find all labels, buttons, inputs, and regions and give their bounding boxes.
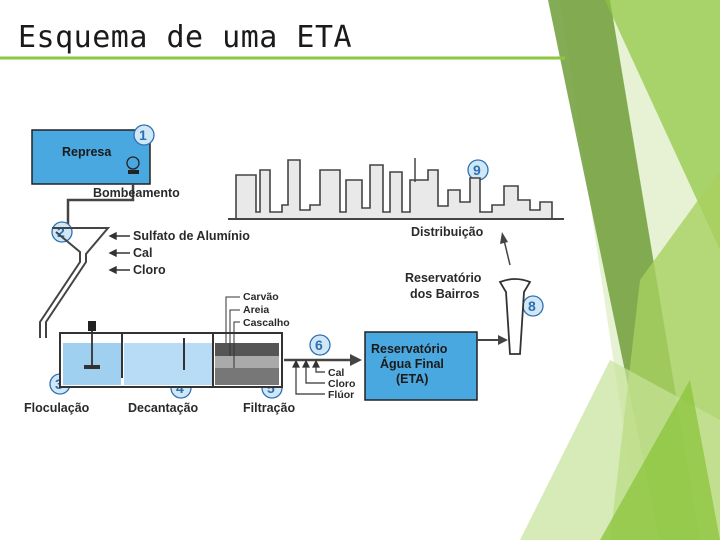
chemical-lime: Cal bbox=[133, 246, 152, 260]
mixer-icon bbox=[84, 321, 100, 369]
slide-title: Esquema de uma ETA bbox=[18, 20, 353, 55]
filter-sand bbox=[215, 356, 279, 368]
decantation-water bbox=[124, 343, 212, 385]
filter-gravel bbox=[215, 368, 279, 385]
deco-shape-top bbox=[605, 0, 720, 250]
pump-pipe bbox=[66, 184, 135, 224]
final-chemical-fluoride: Flúor bbox=[328, 389, 354, 401]
reservoir-label: Represa bbox=[62, 145, 112, 159]
final-reservoir-box bbox=[364, 331, 478, 401]
final-chemical-arrows bbox=[292, 359, 325, 395]
final-reservoir-line-2: Água Final bbox=[380, 356, 444, 371]
neighborhood-reservoir-line-1: Reservatório bbox=[405, 271, 482, 285]
pumping-label: Bombeamento bbox=[93, 186, 180, 200]
chemical-chlorine: Cloro bbox=[133, 263, 166, 277]
svg-text:2: 2 bbox=[57, 224, 65, 240]
final-reservoir-line-1: Reservatório bbox=[371, 342, 448, 356]
deco-shape-corner bbox=[600, 380, 720, 540]
chemical-sulfate: Sulfato de Alumínio bbox=[133, 229, 250, 243]
title-underline bbox=[0, 56, 565, 60]
step-2-icon: 2 bbox=[51, 221, 73, 243]
svg-text:9: 9 bbox=[473, 162, 481, 178]
distribution-arrow bbox=[500, 232, 511, 266]
final-chemical-lime: Cal bbox=[328, 367, 344, 379]
funnel-pipe bbox=[45, 227, 111, 338]
step-9-icon: 9 bbox=[467, 159, 489, 181]
final-chemical-chlorine: Cloro bbox=[328, 378, 355, 390]
distribution-label: Distribuição bbox=[411, 225, 484, 239]
step-1-icon: 1 bbox=[133, 124, 155, 146]
outflow-arrow bbox=[284, 354, 362, 366]
pump-icon bbox=[126, 156, 140, 174]
stage-decantation: Decantação bbox=[128, 401, 199, 415]
water-tower-icon bbox=[498, 278, 532, 355]
reservoir-link-arrow bbox=[477, 335, 508, 345]
filter-layer-sand: Areia bbox=[243, 304, 269, 316]
stage-filtration: Filtração bbox=[243, 401, 295, 415]
chemical-arrows bbox=[108, 231, 130, 275]
stage-flocculation: Floculação bbox=[24, 401, 90, 415]
neighborhood-reservoir-line-2: dos Bairros bbox=[410, 287, 480, 301]
filter-leaders bbox=[225, 296, 240, 368]
filter-layer-gravel: Cascalho bbox=[243, 317, 290, 329]
svg-text:8: 8 bbox=[528, 298, 536, 314]
filter-layer-charcoal: Carvão bbox=[243, 291, 279, 303]
step-8-icon: 8 bbox=[522, 295, 544, 317]
svg-text:6: 6 bbox=[315, 337, 323, 353]
svg-text:1: 1 bbox=[139, 127, 147, 143]
final-reservoir-line-3: (ETA) bbox=[396, 372, 428, 386]
step-6-icon: 6 bbox=[309, 334, 331, 356]
filter-charcoal bbox=[215, 343, 279, 356]
city-skyline-icon bbox=[228, 158, 564, 220]
